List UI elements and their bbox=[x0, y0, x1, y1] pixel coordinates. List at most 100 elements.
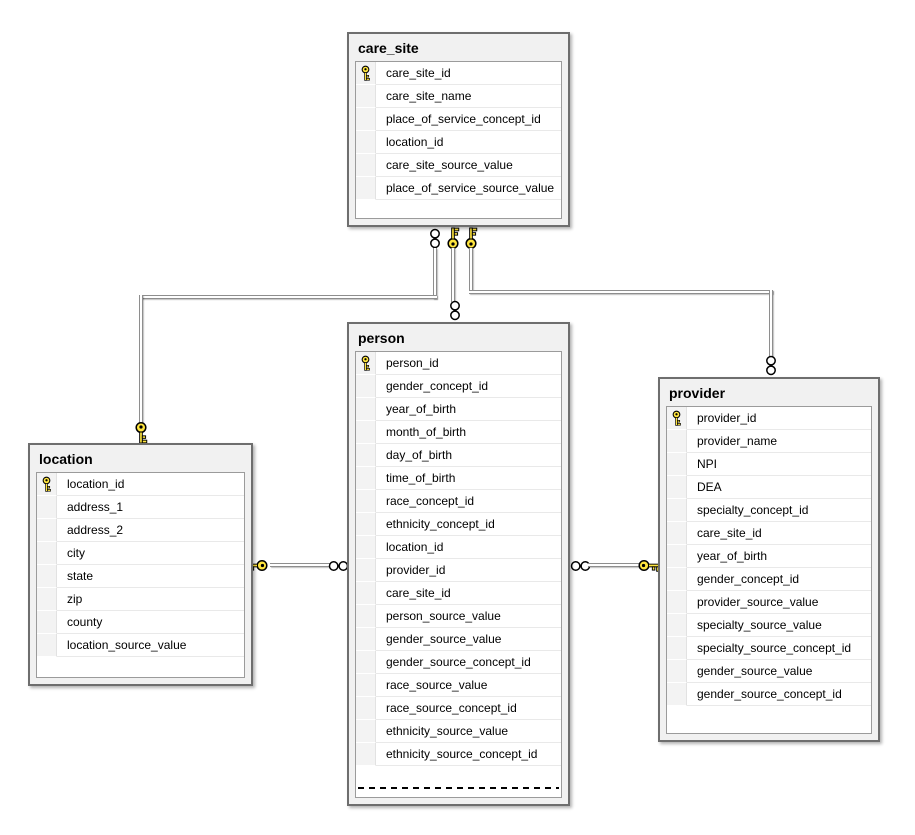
column-name: care_site_id bbox=[687, 522, 871, 545]
table-title[interactable]: person bbox=[358, 330, 405, 346]
table-row[interactable]: location_id bbox=[356, 536, 561, 559]
table-row[interactable]: year_of_birth bbox=[356, 398, 561, 421]
table-row[interactable]: care_site_id bbox=[356, 582, 561, 605]
table-row[interactable]: race_concept_id bbox=[356, 490, 561, 513]
relationship-line[interactable] bbox=[433, 248, 437, 299]
table-row[interactable]: care_site_id bbox=[667, 522, 871, 545]
table-row[interactable]: person_id bbox=[356, 352, 561, 375]
table-row[interactable]: location_source_value bbox=[37, 634, 244, 657]
table-row[interactable]: location_id bbox=[37, 473, 244, 496]
table-row[interactable]: race_source_concept_id bbox=[356, 697, 561, 720]
column-name: gender_concept_id bbox=[376, 375, 561, 398]
row-selector-cell bbox=[356, 513, 376, 536]
table-row[interactable]: care_site_id bbox=[356, 62, 561, 85]
table-title[interactable]: location bbox=[39, 451, 93, 467]
column-name: specialty_source_value bbox=[687, 614, 871, 637]
table-row[interactable]: place_of_service_concept_id bbox=[356, 108, 561, 131]
table-row[interactable]: address_2 bbox=[37, 519, 244, 542]
column-name: specialty_concept_id bbox=[687, 499, 871, 522]
table-row[interactable]: provider_id bbox=[356, 559, 561, 582]
table-row[interactable]: location_id bbox=[356, 131, 561, 154]
row-selector-cell bbox=[667, 614, 687, 637]
column-name: person_id bbox=[376, 352, 561, 375]
row-selector-cell bbox=[356, 674, 376, 697]
table-row[interactable]: gender_source_value bbox=[667, 660, 871, 683]
row-selector-cell bbox=[37, 542, 57, 565]
row-selector-cell bbox=[356, 743, 376, 766]
table-row[interactable]: specialty_concept_id bbox=[667, 499, 871, 522]
column-name: place_of_service_source_value bbox=[376, 177, 561, 200]
table-row[interactable]: DEA bbox=[667, 476, 871, 499]
relationship-line[interactable] bbox=[469, 248, 473, 292]
table-row[interactable]: zip bbox=[37, 588, 244, 611]
row-selector-cell bbox=[356, 421, 376, 444]
column-name: city bbox=[57, 542, 244, 565]
column-name: race_source_concept_id bbox=[376, 697, 561, 720]
column-name: care_site_name bbox=[376, 85, 561, 108]
table-row[interactable]: gender_concept_id bbox=[356, 375, 561, 398]
relationship-line[interactable] bbox=[139, 295, 143, 424]
table-row[interactable]: care_site_source_value bbox=[356, 154, 561, 177]
table-row[interactable]: gender_source_concept_id bbox=[667, 683, 871, 706]
table-row[interactable]: gender_source_concept_id bbox=[356, 651, 561, 674]
row-selector-cell bbox=[667, 683, 687, 706]
column-name: gender_source_concept_id bbox=[376, 651, 561, 674]
row-selector-cell bbox=[356, 108, 376, 131]
primary-key-icon bbox=[37, 473, 57, 496]
row-selector-cell bbox=[356, 651, 376, 674]
table-row[interactable]: time_of_birth bbox=[356, 467, 561, 490]
table-row[interactable]: ethnicity_source_value bbox=[356, 720, 561, 743]
table-row[interactable]: provider_source_value bbox=[667, 591, 871, 614]
table-row[interactable]: address_1 bbox=[37, 496, 244, 519]
table-row[interactable]: state bbox=[37, 565, 244, 588]
table-row[interactable]: provider_id bbox=[667, 407, 871, 430]
table-row[interactable]: NPI bbox=[667, 453, 871, 476]
many-cardinality-infinity-icon bbox=[429, 228, 441, 250]
table-title[interactable]: provider bbox=[669, 385, 726, 401]
row-selector-cell bbox=[667, 453, 687, 476]
row-selector-cell bbox=[667, 660, 687, 683]
relationship-line[interactable] bbox=[270, 563, 330, 567]
table-row[interactable]: care_site_name bbox=[356, 85, 561, 108]
column-name: zip bbox=[57, 588, 244, 611]
table-row[interactable]: gender_concept_id bbox=[667, 568, 871, 591]
table-row[interactable]: provider_name bbox=[667, 430, 871, 453]
column-name: day_of_birth bbox=[376, 444, 561, 467]
relationship-line[interactable] bbox=[451, 248, 455, 302]
table-row[interactable]: race_source_value bbox=[356, 674, 561, 697]
table-row[interactable]: gender_source_value bbox=[356, 628, 561, 651]
column-name: specialty_source_concept_id bbox=[687, 637, 871, 660]
row-selector-cell bbox=[667, 476, 687, 499]
row-selector-cell bbox=[667, 591, 687, 614]
table-row[interactable]: place_of_service_source_value bbox=[356, 177, 561, 200]
relationship-line[interactable] bbox=[469, 290, 773, 294]
row-selector-cell bbox=[356, 444, 376, 467]
table-row[interactable]: year_of_birth bbox=[667, 545, 871, 568]
table-row[interactable]: city bbox=[37, 542, 244, 565]
table-row[interactable]: person_source_value bbox=[356, 605, 561, 628]
table-row[interactable]: day_of_birth bbox=[356, 444, 561, 467]
relationship-line[interactable] bbox=[588, 563, 643, 567]
table-row[interactable]: specialty_source_concept_id bbox=[667, 637, 871, 660]
table-title[interactable]: care_site bbox=[358, 40, 419, 56]
relationship-line[interactable] bbox=[769, 290, 773, 357]
column-name: ethnicity_concept_id bbox=[376, 513, 561, 536]
relationship-line[interactable] bbox=[139, 295, 437, 299]
column-name: location_source_value bbox=[57, 634, 244, 657]
column-name: care_site_id bbox=[376, 582, 561, 605]
table-row[interactable]: specialty_source_value bbox=[667, 614, 871, 637]
table-row[interactable]: ethnicity_source_concept_id bbox=[356, 743, 561, 766]
row-selector-cell bbox=[356, 697, 376, 720]
table-row[interactable]: county bbox=[37, 611, 244, 634]
row-selector-cell bbox=[667, 499, 687, 522]
column-name: year_of_birth bbox=[687, 545, 871, 568]
row-selector-cell bbox=[356, 177, 376, 200]
row-selector-cell bbox=[37, 519, 57, 542]
table-row[interactable]: month_of_birth bbox=[356, 421, 561, 444]
row-selector-cell bbox=[356, 375, 376, 398]
table-row[interactable]: ethnicity_concept_id bbox=[356, 513, 561, 536]
